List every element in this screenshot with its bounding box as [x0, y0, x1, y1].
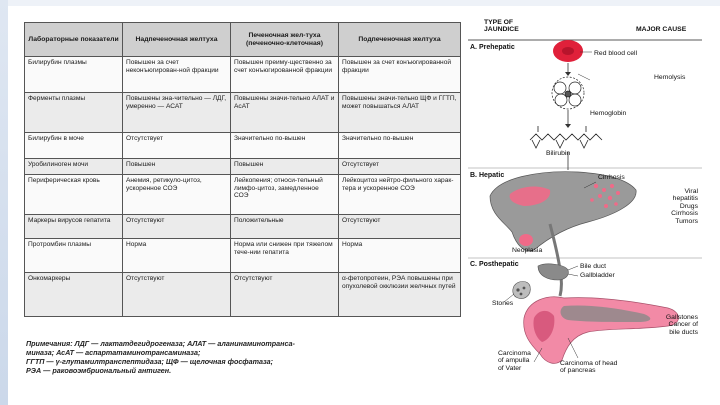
- left-accent-bar: [0, 0, 8, 405]
- cell-prehepatic: Повышен за счет неконъюгирован-ной фракц…: [122, 56, 231, 93]
- label-red-blood-cell: Red blood cell: [594, 50, 638, 57]
- row-label: Онкомаркеры: [24, 272, 123, 317]
- cell-hepatic: Повышены значи-тельно АЛАТ и АсАТ: [230, 92, 339, 133]
- section-posthepatic: C. Posthepatic: [470, 261, 519, 268]
- cell-posthepatic: Отсутствует: [338, 158, 461, 175]
- hemoglobin-icon: [551, 76, 585, 110]
- table-row: Онкомаркеры Отсутствуют Отсутствуют α-фе…: [24, 272, 461, 317]
- row-label: Ферменты плазмы: [24, 92, 123, 133]
- red-blood-cell-icon: [553, 40, 583, 62]
- label-cirrhosis: Cirrhosis: [598, 174, 625, 181]
- label-carcinoma-ampulla: Carcinoma of ampulla of Vater: [498, 350, 531, 372]
- gallbladder-icon: [512, 263, 569, 299]
- note-line: Примечания: ЛДГ — лактатдегидрогеназа; А…: [26, 339, 295, 348]
- label-bile-duct: Bile duct: [580, 263, 607, 270]
- label-neoplasia: Neoplasia: [512, 247, 543, 254]
- header-prehepatic: Надпеченочная желтуха: [122, 22, 231, 57]
- cell-hepatic: Значительно по-вышен: [230, 132, 339, 159]
- table-row: Билирубин плазмы Повышен за счет неконъю…: [24, 56, 461, 93]
- cell-hepatic: Повышен: [230, 158, 339, 175]
- pancreas-icon: [523, 296, 679, 364]
- label-stones: Stones: [492, 300, 514, 307]
- row-label: Протромбин плазмы: [24, 238, 123, 273]
- cell-posthepatic: Лейкоцитоз нейтро-фильного харак-тера и …: [338, 174, 461, 215]
- bilirubin-molecule-icon: [529, 126, 603, 149]
- row-label: Уробилиноген мочи: [24, 158, 123, 175]
- cell-prehepatic: Анемия, ретикуло-цитоз, ускоренное СОЭ: [122, 174, 231, 215]
- label-hemoglobin: Hemoglobin: [590, 110, 627, 117]
- table-row: Ферменты плазмы Повышены зна-чительно — …: [24, 92, 461, 133]
- liver-icon: [489, 171, 637, 252]
- header-hepatic: Печеночная жел-туха (печеночно-клеточная…: [230, 22, 339, 57]
- row-label: Маркеры вирусов гепатита: [24, 214, 123, 239]
- cell-prehepatic: Отсутствуют: [122, 214, 231, 239]
- cell-posthepatic: Повышены значи-тельно ЩФ и ГГТП, может п…: [338, 92, 461, 133]
- figure-header-cause: MAJOR CAUSE: [636, 26, 687, 33]
- row-label: Периферическая кровь: [24, 174, 123, 215]
- label-bilirubin: Bilirubin: [546, 150, 571, 157]
- figure-header-type: TYPE OF JAUNDICE: [484, 19, 519, 34]
- table-row: Уробилиноген мочи Повышен Повышен Отсутс…: [24, 158, 461, 175]
- header-lab-indicators: Лабораторные показатели: [24, 22, 123, 57]
- cell-posthepatic: Отсутствуют: [338, 214, 461, 239]
- table-row: Периферическая кровь Анемия, ретикуло-ци…: [24, 174, 461, 215]
- table-notes: Примечания: ЛДГ — лактатдегидрогеназа; А…: [26, 339, 460, 375]
- cell-posthepatic: Повышен за счет конъюгированной фракции: [338, 56, 461, 93]
- section-hepatic: B. Hepatic: [470, 172, 505, 179]
- table-row: Билирубин в моче Отсутствует Значительно…: [24, 132, 461, 159]
- header-posthepatic: Подпеченочная желтуха: [338, 22, 461, 57]
- cell-prehepatic: Повышены зна-чительно — ЛДГ, умеренно — …: [122, 92, 231, 133]
- cell-posthepatic: Норма: [338, 238, 461, 273]
- table-header-row: Лабораторные показатели Надпеченочная же…: [24, 22, 461, 57]
- label-posthepatic-causes: Gallstones Cancer of bile ducts: [665, 314, 698, 336]
- label-hepatic-causes: Viral hepatitis Drugs Cirrhosis Tumors: [671, 188, 698, 225]
- cell-hepatic: Повышен преиму-щественно за счет конъюги…: [230, 56, 339, 93]
- cell-posthepatic: α-фетопротеин, РЭА повышены при опухолев…: [338, 272, 461, 317]
- table-row: Маркеры вирусов гепатита Отсутствуют Пол…: [24, 214, 461, 239]
- top-accent-line: [0, 0, 720, 6]
- note-line: РЭА — раковоэмбриональный антиген.: [26, 366, 172, 375]
- jaundice-types-figure: TYPE OF JAUNDICE MAJOR CAUSE A. Prehepat…: [468, 18, 702, 398]
- row-label: Билирубин плазмы: [24, 56, 123, 93]
- cell-prehepatic: Отсутствуют: [122, 272, 231, 317]
- note-line: ГГТП — γ-глутамилтранспептидаза; ЩФ — ще…: [26, 357, 274, 366]
- jaundice-illustration: [468, 39, 702, 364]
- cell-hepatic: Лейкопения; относи-тельный лимфо-цитоз, …: [230, 174, 339, 215]
- label-hemolysis: Hemolysis: [654, 74, 686, 81]
- section-prehepatic: A. Prehepatic: [470, 44, 515, 51]
- cell-hepatic: Норма или снижен при тяжелом тече-нии ге…: [230, 238, 339, 273]
- cell-hepatic: Положительные: [230, 214, 339, 239]
- label-gallbladder: Gallbladder: [580, 272, 615, 279]
- cell-prehepatic: Норма: [122, 238, 231, 273]
- cell-posthepatic: Значительно по-вышен: [338, 132, 461, 159]
- cell-hepatic: Отсутствуют: [230, 272, 339, 317]
- note-line: миназа; АсАТ — аспартатаминотрансаминаза…: [26, 348, 201, 357]
- cell-prehepatic: Повышен: [122, 158, 231, 175]
- table-row: Протромбин плазмы Норма Норма или снижен…: [24, 238, 461, 273]
- jaundice-comparison-table: Лабораторные показатели Надпеченочная же…: [24, 22, 461, 317]
- label-carcinoma-pancreas: Carcinoma of head of pancreas: [560, 360, 618, 375]
- cell-prehepatic: Отсутствует: [122, 132, 231, 159]
- row-label: Билирубин в моче: [24, 132, 123, 159]
